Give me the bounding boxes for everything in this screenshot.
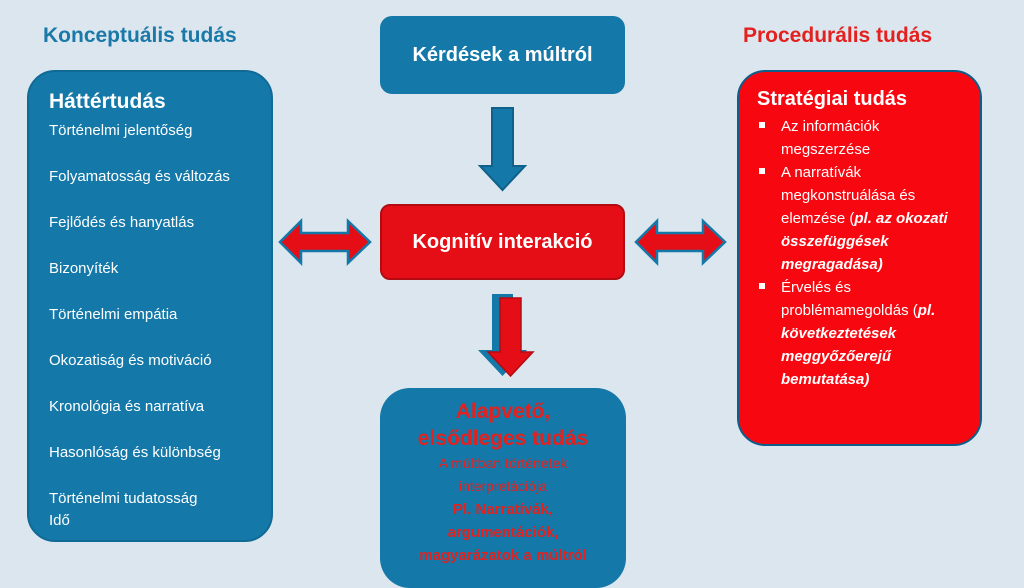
primary-knowledge-example-1: Pl. Narratívák,	[452, 501, 554, 518]
background-knowledge-box: Háttértudás Történelmi jelentőség Folyam…	[27, 70, 273, 542]
double-arrow-right	[634, 217, 727, 267]
primary-knowledge-title-2: elsődleges tudás	[417, 427, 589, 450]
list-item-text: A narratívák megkonstruálása és elemzése…	[781, 164, 916, 227]
list-item: Kronológia és narratíva	[49, 398, 205, 415]
list-item: Hasonlóság és különbség	[49, 444, 221, 461]
list-item: Fejlődés és hanyatlás	[49, 214, 195, 231]
background-knowledge-list: Történelmi jelentőség Folyamatosság és v…	[49, 120, 257, 532]
primary-knowledge-title-1: Alapvető,	[455, 400, 551, 423]
list-item: A narratívák megkonstruálása és elemzése…	[759, 161, 970, 276]
list-item: Érvelés és problémamegoldás (pl. követke…	[759, 276, 970, 391]
primary-knowledge-box: Alapvető, elsődleges tudás A múltban tör…	[380, 388, 626, 588]
cognitive-interaction-box: Kognitív interakció	[380, 204, 625, 280]
list-item: Az információk megszerzése	[759, 115, 970, 161]
list-item: Folyamatosság és változás	[49, 168, 230, 185]
arrows-layer	[278, 107, 727, 378]
strategic-knowledge-box: Stratégiai tudás Az információk megszerz…	[737, 70, 982, 446]
down-arrow-blue-top	[477, 107, 528, 192]
questions-about-past-box: Kérdések a múltról	[380, 16, 625, 94]
down-arrow-red	[486, 297, 535, 378]
list-item-example: pl. az okozati összefüggések megragadása…	[781, 210, 948, 273]
strategic-knowledge-title: Stratégiai tudás	[757, 88, 908, 110]
primary-knowledge-example-3: magyarázatok a múltról	[419, 547, 587, 564]
primary-knowledge-sub-1: A múltban történetek	[438, 455, 568, 471]
procedural-knowledge-heading: Procedurális tudás	[743, 24, 933, 47]
double-arrow-left	[278, 217, 372, 267]
background-knowledge-title: Háttértudás	[49, 90, 166, 113]
list-item: Történelmi empátia	[49, 306, 178, 323]
primary-knowledge-example-2: argumentációk,	[447, 524, 559, 541]
list-item-example: pl. következtetések meggyőzőerejű bemuta…	[781, 302, 936, 388]
list-item: Bizonyíték	[49, 260, 119, 277]
conceptual-knowledge-heading: Konceptuális tudás	[43, 24, 237, 47]
strategic-knowledge-list: Az információk megszerzése A narratívák …	[757, 115, 970, 391]
primary-knowledge-sub-2: interpretációja	[459, 478, 547, 494]
list-item: Idő	[49, 512, 70, 529]
list-item: Okozatiság és motiváció	[49, 352, 212, 369]
list-item: Történelmi tudatosság	[49, 490, 198, 507]
list-item-text: Érvelés és problémamegoldás (	[781, 279, 918, 319]
list-item: Történelmi jelentőség	[49, 122, 193, 139]
